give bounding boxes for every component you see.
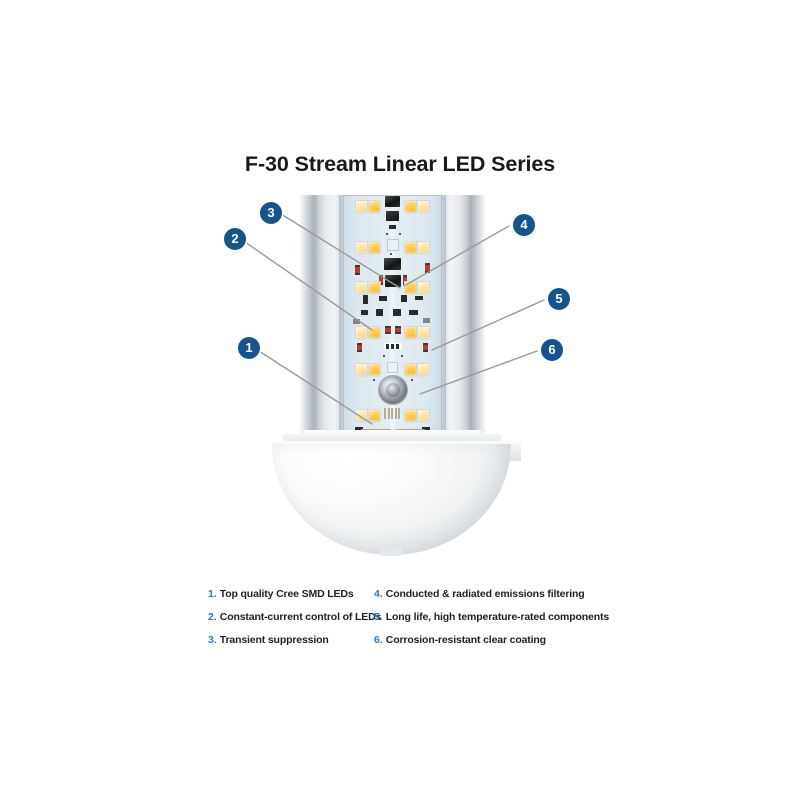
legend-column-right: 4. Conducted & radiated emissions filter… [374,588,634,657]
smd-led [404,409,417,423]
smd-led [368,326,381,340]
via-dot [411,379,413,381]
end-cap-tab-right [509,443,521,461]
callout-badge-1[interactable]: 1 [238,337,260,359]
passive-component [389,225,396,229]
smd-led [355,326,368,340]
passive-component [386,344,389,349]
smd-led [404,200,417,214]
transient-suppressor [357,345,362,350]
callout-badge-3[interactable]: 3 [260,202,282,224]
callout-badge-5[interactable]: 5 [548,288,570,310]
passive-component [391,344,394,349]
passive-component [379,296,387,301]
controller-ic [385,275,401,287]
legend-item-3-number: 3. [208,634,217,646]
legend-item-1-label: Top quality Cree SMD LEDs [219,588,354,600]
driver-ic [386,211,399,221]
page-title: F-30 Stream Linear LED Series [244,152,556,176]
smd-led [404,281,417,295]
callout-badge-2[interactable]: 2 [224,228,246,250]
legend-item-6-number: 6. [374,634,383,646]
smd-led [368,281,381,295]
legend-item-1: 1. Top quality Cree SMD LEDs [208,588,388,600]
smd-led [404,326,417,340]
legend-item-5-number: 5. [374,611,383,623]
passive-component [423,318,430,323]
smd-led [404,241,417,255]
legend-item-1-number: 1. [208,588,217,600]
passive-component [415,296,423,300]
transient-suppressor [355,267,360,273]
dome-diffuser [272,444,511,555]
smd-led [417,363,430,377]
via-dot [401,355,403,357]
smd-led [417,200,430,214]
smd-led [368,200,381,214]
passive-component [361,310,368,315]
smd-led [368,363,381,377]
smd-led [404,363,417,377]
smd-led [417,409,430,423]
legend-item-4-number: 4. [374,588,383,600]
legend-item-5: 5. Long life, high temperature-rated com… [374,611,634,623]
transient-suppressor [385,328,391,332]
legend-item-4-label: Conducted & radiated emissions filtering [385,588,585,600]
passive-component [353,319,360,324]
linear-led-fixture [299,195,486,457]
legend-column-left: 1. Top quality Cree SMD LEDs 2. Constant… [208,588,388,657]
tvs-diode [387,239,399,251]
legend-item-2: 2. Constant-current control of LEDs [208,611,388,623]
tvs-diode [387,362,398,373]
dome-diffuser-notch [380,548,402,556]
passive-component [409,310,418,315]
legend-item-4: 4. Conducted & radiated emissions filter… [374,588,634,600]
connector-pins [384,408,400,419]
via-dot [399,233,401,235]
controller-ic [384,258,401,270]
legend-item-6: 6. Corrosion-resistant clear coating [374,634,634,646]
passive-component [396,344,399,349]
passive-component [363,295,368,304]
transient-suppressor [395,328,401,332]
transient-suppressor [425,265,430,271]
passive-component [376,309,383,316]
legend-item-3: 3. Transient suppression [208,634,388,646]
via-dot [373,379,375,381]
smd-led [355,281,368,295]
smd-led [368,241,381,255]
smd-led [368,409,381,423]
smd-led [355,409,368,423]
smd-led [355,200,368,214]
via-dot [383,355,385,357]
led-circuit-board [343,195,442,440]
smd-led [417,326,430,340]
passive-component [393,309,401,316]
smd-led [355,241,368,255]
filter-inductor [379,376,407,404]
via-dot [390,253,392,255]
legend-item-6-label: Corrosion-resistant clear coating [385,634,546,646]
legend-item-3-label: Transient suppression [219,634,329,646]
callout-badge-4[interactable]: 4 [513,214,535,236]
smd-led [417,281,430,295]
legend-item-2-number: 2. [208,611,217,623]
smd-led [417,241,430,255]
inductor-core [386,383,400,397]
passive-component [401,295,407,302]
legend-item-2-label: Constant-current control of LEDs [219,611,382,623]
callout-badge-6[interactable]: 6 [541,339,563,361]
transient-suppressor [423,345,428,350]
legend-item-5-label: Long life, high temperature-rated compon… [385,611,610,623]
via-dot [386,233,388,235]
driver-ic [385,196,400,207]
smd-led [355,363,368,377]
